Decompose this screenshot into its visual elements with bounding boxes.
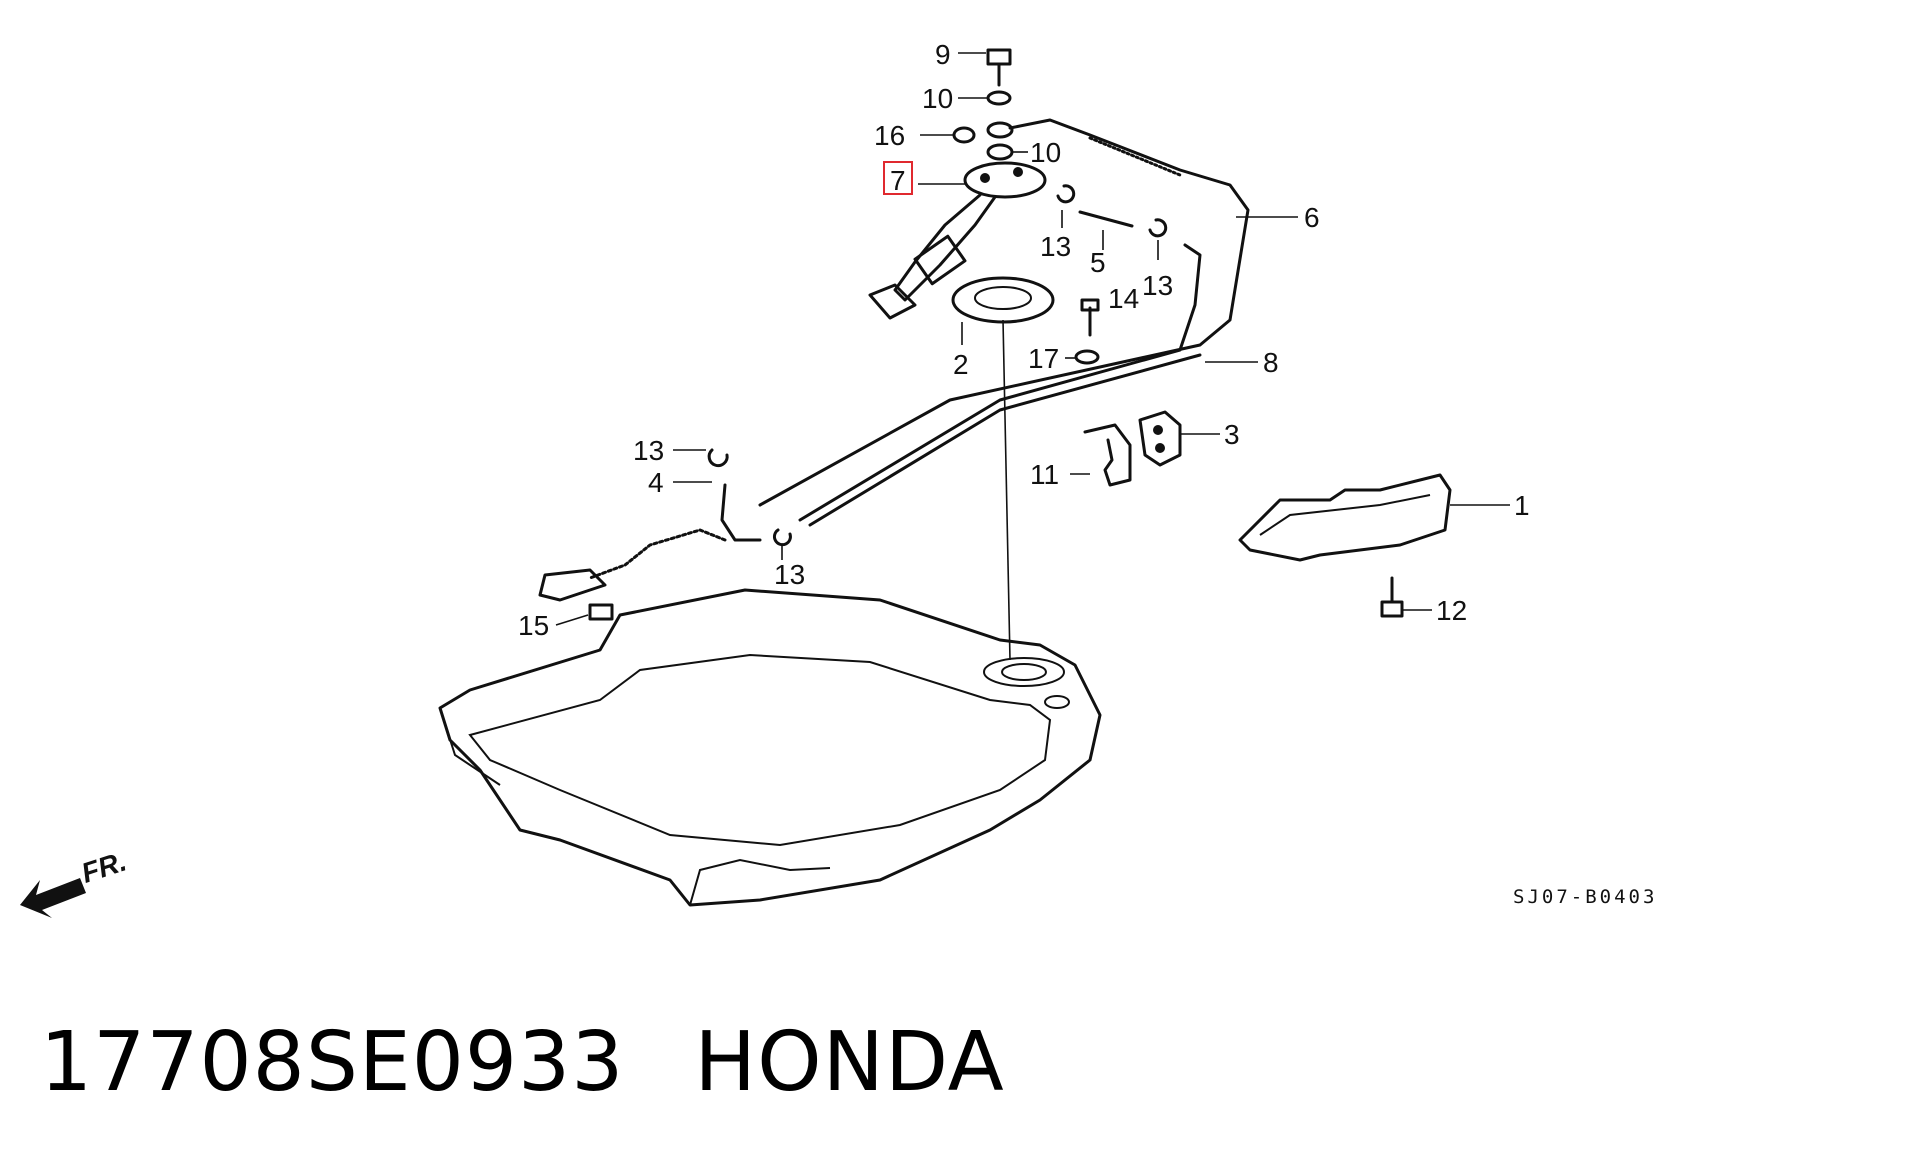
fuel-line-6 xyxy=(758,118,1250,507)
fuel-tank xyxy=(438,588,1102,907)
callout-8: 8 xyxy=(1263,347,1279,378)
callout-2: 2 xyxy=(953,349,969,380)
highlight-box xyxy=(883,161,913,195)
callout-12: 12 xyxy=(1436,595,1467,626)
fuel-line-8 xyxy=(798,243,1202,527)
callout-13: 13 xyxy=(1142,270,1173,301)
hose-5 xyxy=(1056,184,1168,365)
part-number: 17708SE0933 xyxy=(40,1015,625,1110)
callout-10: 10 xyxy=(922,83,953,114)
callout-1: 1 xyxy=(1514,490,1530,521)
callout-9: 9 xyxy=(935,39,951,70)
callout-13: 13 xyxy=(774,559,805,590)
callout-15: 15 xyxy=(518,610,549,641)
caption: 17708SE0933 HONDA xyxy=(40,1015,1005,1110)
fuel-pump-ring xyxy=(951,276,1055,324)
callout-3: 3 xyxy=(1224,419,1240,450)
alignment-line xyxy=(1002,319,1011,661)
callout-6: 6 xyxy=(1304,202,1320,233)
callout-5: 5 xyxy=(1090,247,1106,278)
callout-14: 14 xyxy=(1108,283,1139,314)
brackets-3-11 xyxy=(1083,410,1182,487)
callout-16: 16 xyxy=(874,120,905,151)
callout-labels: 9 10 16 10 7 6 13 5 14 13 2 17 8 3 11 1 … xyxy=(518,39,1530,641)
hardware-top xyxy=(952,48,1014,161)
brand-name: HONDA xyxy=(694,1015,1005,1110)
drawing-code: SJ07-B0403 xyxy=(1513,886,1657,908)
heat-shield-1 xyxy=(1238,473,1452,562)
callout-13: 13 xyxy=(1040,231,1071,262)
callout-11: 11 xyxy=(1030,459,1059,490)
callout-7: 7 xyxy=(890,165,906,196)
callout-4: 4 xyxy=(648,467,664,498)
callout-17: 17 xyxy=(1028,343,1059,374)
fuel-pump-assembly xyxy=(868,161,1047,320)
filter-lines-left xyxy=(538,448,792,621)
direction-label: FR. xyxy=(78,845,130,888)
front-direction-arrow: FR. xyxy=(20,845,130,918)
callout-10: 10 xyxy=(1030,137,1061,168)
leader-lines xyxy=(555,52,1510,626)
callout-13: 13 xyxy=(633,435,664,466)
bolt-12 xyxy=(1380,576,1404,618)
